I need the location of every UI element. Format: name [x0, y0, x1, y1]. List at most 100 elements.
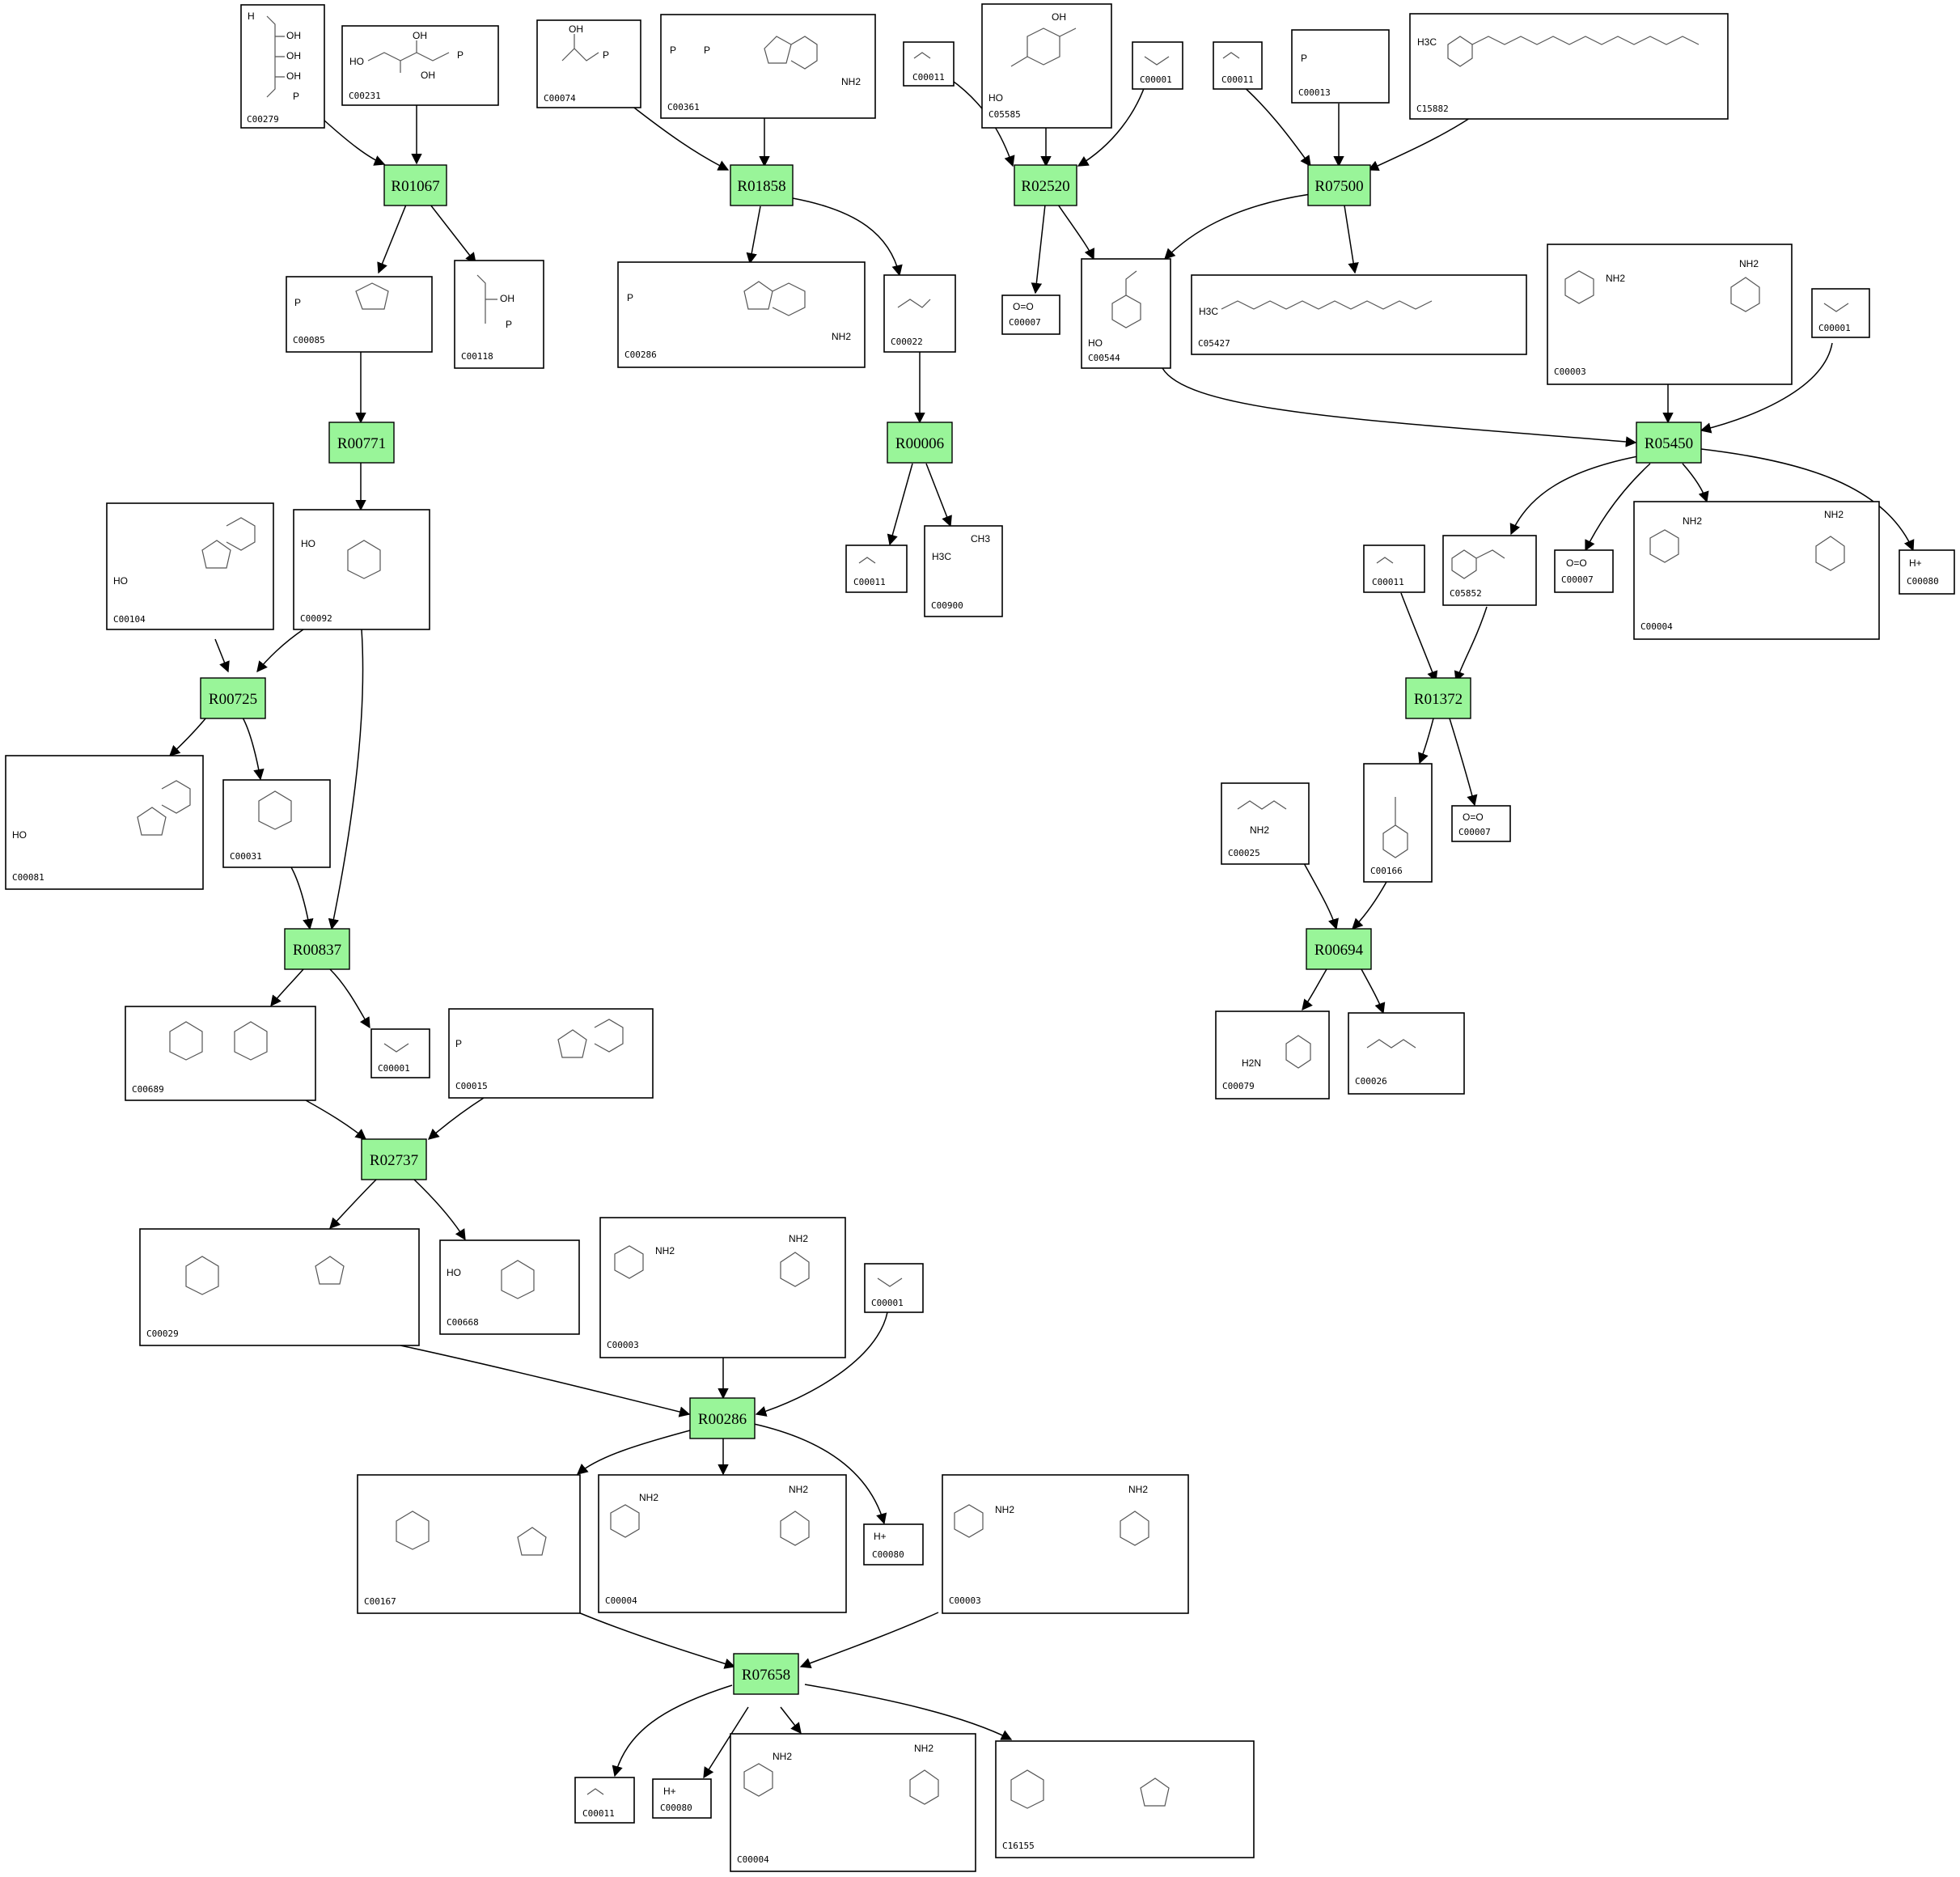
compound-node[interactable]: HO OH OH P C00231: [341, 25, 499, 106]
compound-node[interactable]: NH2 NH2 C00004: [1633, 501, 1880, 640]
compound-node[interactable]: H3C C05427: [1191, 274, 1527, 355]
formula-fragment: P: [704, 44, 710, 56]
reaction-node[interactable]: R01067: [383, 164, 447, 206]
compound-node[interactable]: C00001: [370, 1028, 430, 1078]
formula-fragment: H+: [1909, 557, 1922, 569]
edge: [792, 197, 903, 277]
compound-node[interactable]: OH HO C05585: [981, 3, 1112, 129]
compound-node[interactable]: C00001: [864, 1263, 924, 1313]
reaction-node[interactable]: R02737: [361, 1138, 427, 1180]
compound-node[interactable]: O=O C00007: [1451, 805, 1511, 842]
compound-node[interactable]: NH2 NH2 C00003: [599, 1217, 846, 1358]
formula-fragment: NH2: [1606, 273, 1625, 284]
edge: [1302, 968, 1327, 1011]
edge: [270, 968, 304, 1007]
reaction-node[interactable]: R02520: [1014, 164, 1077, 206]
formula-fragment: NH2: [1739, 258, 1759, 269]
compound-node[interactable]: H+ C00080: [652, 1778, 712, 1819]
formula-fragment: HO: [301, 538, 315, 549]
edge: [323, 119, 386, 166]
reaction-node[interactable]: R00286: [689, 1397, 756, 1439]
compound-node[interactable]: C05852: [1442, 535, 1537, 606]
compound-node[interactable]: C00029: [139, 1228, 420, 1346]
formula-fragment: P: [670, 44, 676, 56]
compound-node[interactable]: O=O C00007: [1001, 294, 1060, 335]
compound-node[interactable]: NH2 NH2 C00004: [598, 1474, 847, 1613]
compound-id: C00001: [871, 1298, 904, 1308]
compound-id: C00167: [364, 1596, 396, 1607]
compound-node[interactable]: OH P C00074: [536, 19, 641, 108]
compound-node[interactable]: NH2 NH2 C00003: [942, 1474, 1189, 1614]
compound-id: C00003: [607, 1340, 639, 1350]
formula-fragment: NH2: [995, 1504, 1014, 1515]
reaction-node[interactable]: R07500: [1307, 164, 1371, 206]
compound-id: C00080: [872, 1549, 904, 1560]
compound-node[interactable]: HO C00544: [1081, 258, 1171, 369]
reaction-node[interactable]: R00771: [328, 422, 395, 464]
edge: [753, 1423, 887, 1525]
reaction-node[interactable]: R07658: [733, 1653, 799, 1695]
compound-node[interactable]: HO C00092: [293, 509, 430, 630]
compound-node[interactable]: H2N C00079: [1215, 1011, 1330, 1100]
formula-fragment: OH: [286, 70, 301, 82]
compound-node[interactable]: C00166: [1363, 763, 1433, 883]
reaction-node[interactable]: R05450: [1636, 422, 1702, 464]
compound-id: C00544: [1088, 353, 1120, 363]
reaction-node[interactable]: R01372: [1405, 677, 1471, 719]
compound-node[interactable]: O=O C00007: [1554, 549, 1614, 593]
formula-fragment: OH: [1052, 11, 1066, 23]
compound-node[interactable]: C00011: [1213, 41, 1263, 90]
compound-node[interactable]: P P NH2 C00361: [660, 14, 876, 119]
compound-node[interactable]: H3C CH3 C00900: [924, 525, 1003, 617]
compound-node[interactable]: H OH OH OH P C00279: [240, 4, 325, 129]
compound-node[interactable]: C00022: [883, 274, 956, 353]
edge: [328, 629, 364, 930]
compound-id: C16155: [1002, 1841, 1035, 1851]
compound-node[interactable]: HO C00668: [439, 1239, 580, 1335]
compound-id: C00079: [1222, 1081, 1255, 1091]
compound-node[interactable]: C00011: [845, 544, 908, 593]
edge: [1454, 606, 1488, 683]
compound-node[interactable]: P C00085: [286, 276, 433, 353]
compound-node[interactable]: C00026: [1348, 1012, 1465, 1095]
edge: [400, 1345, 691, 1417]
formula-fragment: NH2: [832, 331, 851, 342]
compound-node[interactable]: OH P C00118: [454, 260, 544, 369]
compound-node[interactable]: C00011: [574, 1777, 635, 1824]
edge: [329, 968, 370, 1029]
reaction-label: R00771: [337, 435, 386, 452]
compound-node[interactable]: NH2 NH2 C00004: [730, 1733, 976, 1872]
formula-fragment: O=O: [1566, 557, 1587, 569]
edge: [630, 104, 730, 171]
compound-node[interactable]: P NH2 C00286: [617, 261, 866, 368]
edge: [1400, 592, 1438, 683]
compound-node[interactable]: HO C00104: [106, 502, 274, 630]
compound-node[interactable]: C00001: [1132, 41, 1183, 90]
edge: [804, 1684, 1013, 1740]
compound-node[interactable]: H3C C15882: [1409, 13, 1729, 120]
compound-node[interactable]: C00031: [222, 779, 331, 868]
reaction-node[interactable]: R00006: [887, 422, 953, 464]
compound-node[interactable]: C00001: [1811, 288, 1870, 338]
reaction-node[interactable]: R00725: [200, 677, 266, 719]
formula-fragment: H3C: [1199, 306, 1218, 317]
compound-id: C00361: [667, 102, 700, 112]
compound-node[interactable]: HO C00081: [5, 755, 204, 890]
edge: [703, 1706, 749, 1779]
compound-node[interactable]: C00167: [357, 1474, 581, 1614]
compound-id: C00279: [247, 114, 279, 125]
compound-node[interactable]: P C00013: [1291, 29, 1390, 104]
compound-node[interactable]: P C00015: [448, 1008, 654, 1099]
compound-node[interactable]: C00011: [903, 41, 955, 87]
compound-node[interactable]: H+ C00080: [863, 1523, 924, 1566]
compound-node[interactable]: C00011: [1363, 544, 1425, 593]
formula-fragment: H+: [874, 1531, 887, 1542]
compound-node[interactable]: H+ C00080: [1899, 549, 1955, 595]
compound-node[interactable]: NH2 NH2 C00003: [1547, 244, 1793, 385]
compound-node[interactable]: NH2 C00025: [1221, 782, 1310, 865]
compound-node[interactable]: C16155: [995, 1740, 1255, 1858]
reaction-node[interactable]: R01858: [730, 164, 794, 206]
compound-node[interactable]: C00689: [125, 1006, 316, 1101]
reaction-node[interactable]: R00694: [1306, 928, 1372, 970]
reaction-node[interactable]: R00837: [284, 928, 350, 970]
